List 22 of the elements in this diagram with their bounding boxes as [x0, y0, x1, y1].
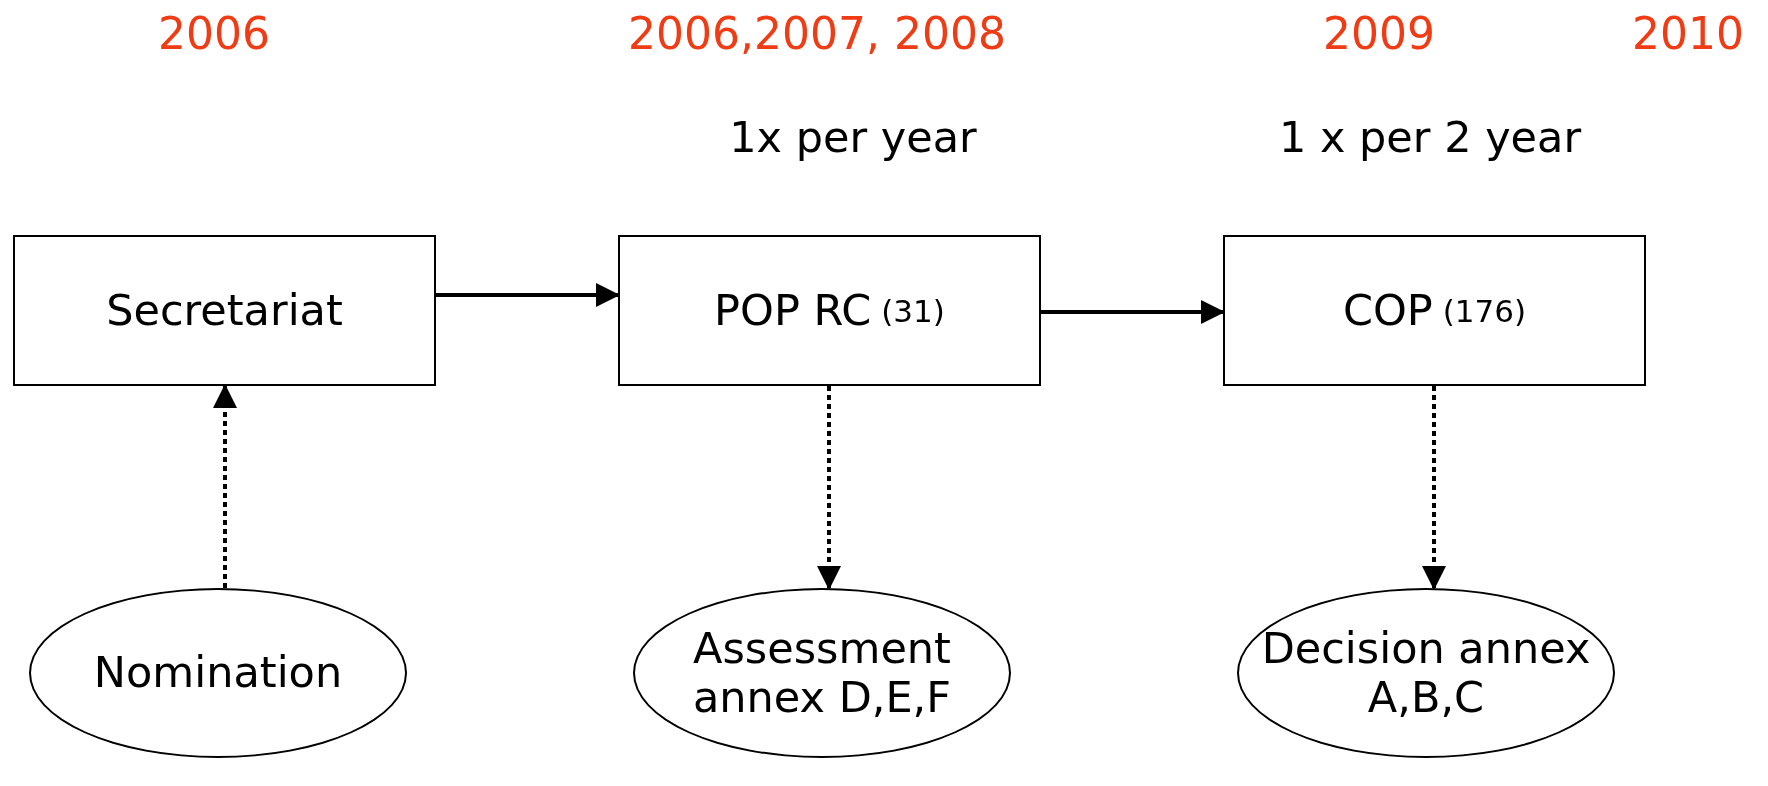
- node-label: COP: [1342, 285, 1433, 336]
- process-box: [618, 235, 1041, 386]
- frequency-label: 1x per year: [729, 112, 977, 162]
- year-label: 2009: [1323, 8, 1435, 59]
- arrow: [213, 384, 237, 589]
- frequency-label: 1 x per 2 year: [1278, 112, 1582, 162]
- arrow: [1041, 300, 1225, 324]
- node-count: (31): [881, 292, 945, 329]
- process-box: [13, 235, 436, 386]
- year-label: 2006,2007, 2008: [628, 8, 1006, 59]
- node-label: Nomination: [93, 648, 343, 698]
- node-label: Assessment annex D,E,F: [692, 623, 952, 723]
- node-label: Secretariat: [106, 285, 343, 336]
- arrow: [436, 283, 620, 307]
- node-count: (176): [1442, 292, 1527, 329]
- process-box: [1223, 235, 1646, 386]
- node-label: Decision annex A,B,C: [1260, 623, 1592, 723]
- year-label: 2006: [158, 8, 270, 59]
- arrow: [817, 386, 841, 591]
- node-label: POP RC: [714, 285, 872, 336]
- year-label: 2010: [1632, 8, 1744, 59]
- arrow: [1422, 386, 1446, 591]
